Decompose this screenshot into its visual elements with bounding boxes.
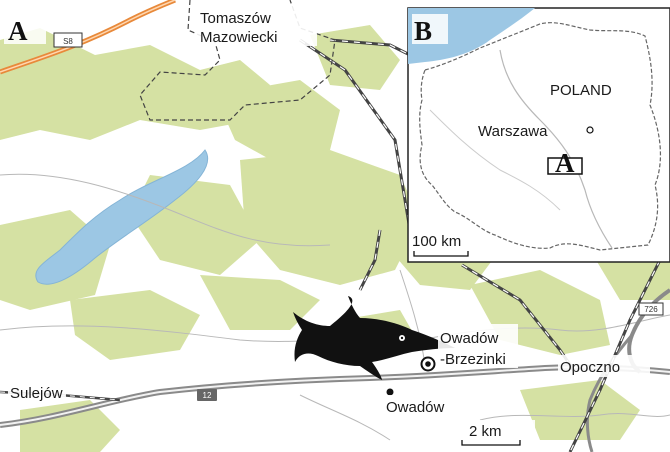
tomaszow-line1: Tomaszów xyxy=(200,10,271,27)
road-shield-726: 726 xyxy=(638,302,664,316)
inset-capital-dot xyxy=(586,126,594,134)
minor-road xyxy=(399,269,426,366)
scale-bar-main-label: 2 km xyxy=(469,423,502,440)
inset-area-marker-label: A xyxy=(555,148,575,178)
ichthyosaur-icon xyxy=(293,296,455,380)
road-shield-726-label: 726 xyxy=(644,305,658,314)
owadow-brzezinki-line1: Owadów xyxy=(440,330,499,347)
inset-scale-bar xyxy=(413,251,469,257)
inset-country-label: POLAND xyxy=(550,82,612,99)
forest-patch xyxy=(20,400,120,452)
minor-road xyxy=(0,173,331,247)
forest-patch xyxy=(0,28,270,140)
railway-dash xyxy=(359,229,381,291)
sulejow-label-bg xyxy=(8,381,66,401)
inset-scale-label: 100 km xyxy=(412,233,461,250)
panel-a-letter: A xyxy=(8,16,28,46)
opoczno-label: Opoczno xyxy=(560,359,620,376)
road-secondary xyxy=(585,334,634,452)
road-shield-s8: S8 xyxy=(53,32,83,48)
road-shield-12-label: 12 xyxy=(203,391,212,400)
minor-road xyxy=(479,413,670,421)
owadow-label: Owadów xyxy=(386,399,445,416)
scale-bar-main: 2 km xyxy=(455,420,535,446)
railway-dash xyxy=(299,39,411,231)
town-dot-icon xyxy=(386,388,394,396)
panel-b-bg xyxy=(412,14,448,44)
minor-road xyxy=(299,394,391,441)
tomaszow-label: Tomaszów Mazowiecki xyxy=(195,6,317,46)
inset-capital-label: Warszawa xyxy=(478,123,548,140)
forest-patch xyxy=(200,275,320,330)
inset-river xyxy=(429,109,561,211)
inset-river xyxy=(499,49,613,249)
panel-a-bg xyxy=(4,14,46,44)
inset-area-marker xyxy=(547,157,583,175)
expressway-s8-centre xyxy=(0,0,176,73)
forest-patch xyxy=(70,290,200,360)
sulejow-label: Sulejów xyxy=(10,385,63,402)
road-shield-s8-label: S8 xyxy=(63,37,73,46)
tomaszow-line2: Mazowiecki xyxy=(200,29,278,46)
owadow-brzezinki-line2: -Brzezinki xyxy=(440,351,506,368)
inset-map: POLAND Warszawa A 100 km B xyxy=(407,7,670,263)
owadow-label-bg xyxy=(384,395,446,415)
site-marker-icon xyxy=(420,356,436,372)
poland-outline xyxy=(419,22,662,251)
forest-patch xyxy=(215,80,340,165)
owadow-brzezinki-label: Owadów -Brzezinki xyxy=(438,324,518,368)
reservoir-lake xyxy=(35,149,209,285)
opoczno-label-bg xyxy=(558,355,650,377)
panel-b-letter: B xyxy=(414,16,432,46)
admin-boundary xyxy=(139,0,336,121)
forest-patch xyxy=(520,380,640,440)
road-shield-12: 12 xyxy=(197,389,217,401)
